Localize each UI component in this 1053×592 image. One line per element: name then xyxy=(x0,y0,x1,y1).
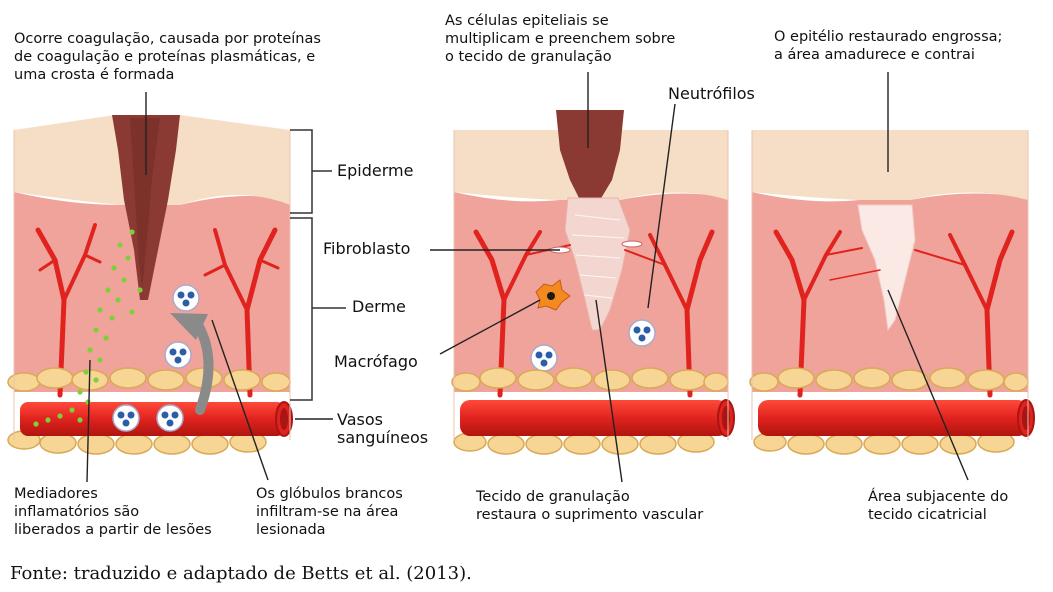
panel-1-skin xyxy=(7,115,293,455)
panel-1-capillaries xyxy=(35,223,280,398)
fibroblast-label: Fibroblasto xyxy=(323,239,411,258)
blood-vessels-label: Vasos sanguíneos xyxy=(337,410,429,447)
fibroblast xyxy=(621,240,643,248)
panel-2-capillaries xyxy=(473,229,715,398)
panel-2-blood-vessel xyxy=(460,400,728,436)
panel-2-caption: As células epiteliais se multiplicam e p… xyxy=(445,13,676,65)
neutrophils-label: Neutrófilos xyxy=(668,84,755,103)
leader-lines xyxy=(86,72,969,483)
panel-1-fat-layer xyxy=(7,367,291,455)
white-cell xyxy=(112,404,140,432)
panel-3-fat-layer xyxy=(749,367,1029,455)
white-cell xyxy=(628,319,656,347)
layer-brackets xyxy=(290,129,346,401)
panel-3-caption: O epitélio restaurado engrossa; a área a… xyxy=(774,29,1003,63)
panel-1-mediators xyxy=(33,229,143,427)
source-caption: Fonte: traduzido e adaptado de Betts et … xyxy=(10,563,472,584)
panel-3-capillaries xyxy=(773,229,1015,398)
panel-1-dermis xyxy=(14,192,290,392)
panel-2-white-cells xyxy=(530,319,656,372)
scar-area-label: Área subjacente do tecido cicatricial xyxy=(868,489,1009,523)
mediators-label: Mediadores inflamatórios são liberados a… xyxy=(14,486,212,538)
white-cell xyxy=(530,344,558,372)
white-cell xyxy=(156,404,184,432)
dermis-label: Derme xyxy=(352,297,406,316)
epidermis-label: Epiderme xyxy=(337,161,414,180)
granulation-tissue-label: Tecido de granulação restaura o suprimen… xyxy=(476,489,704,523)
panel-2-scab xyxy=(556,110,624,200)
white-cell xyxy=(164,341,192,369)
panel-1-blood-vessel xyxy=(20,402,285,436)
panel-3-blood-vessel xyxy=(758,400,1028,436)
panel-3-scar-tissue xyxy=(857,204,916,332)
panel-1-white-cells xyxy=(112,284,200,432)
panel-3-skin xyxy=(749,130,1035,455)
panel-2-fat-layer xyxy=(451,367,729,455)
white-cells-label: Os glóbulos brancos infiltram-se na área… xyxy=(256,486,403,538)
panel-3-epidermis xyxy=(752,130,1028,200)
white-cell xyxy=(172,284,200,312)
panel-1-arrow-head xyxy=(170,313,208,340)
panel-1-scab-shadow xyxy=(130,118,160,290)
panel-1-caption: Ocorre coagulação, causada por proteínas… xyxy=(14,31,321,83)
panel-1-migration-arrow xyxy=(193,320,214,415)
panel-2-skin xyxy=(451,110,735,455)
macrophage-label: Macrófago xyxy=(334,352,418,371)
